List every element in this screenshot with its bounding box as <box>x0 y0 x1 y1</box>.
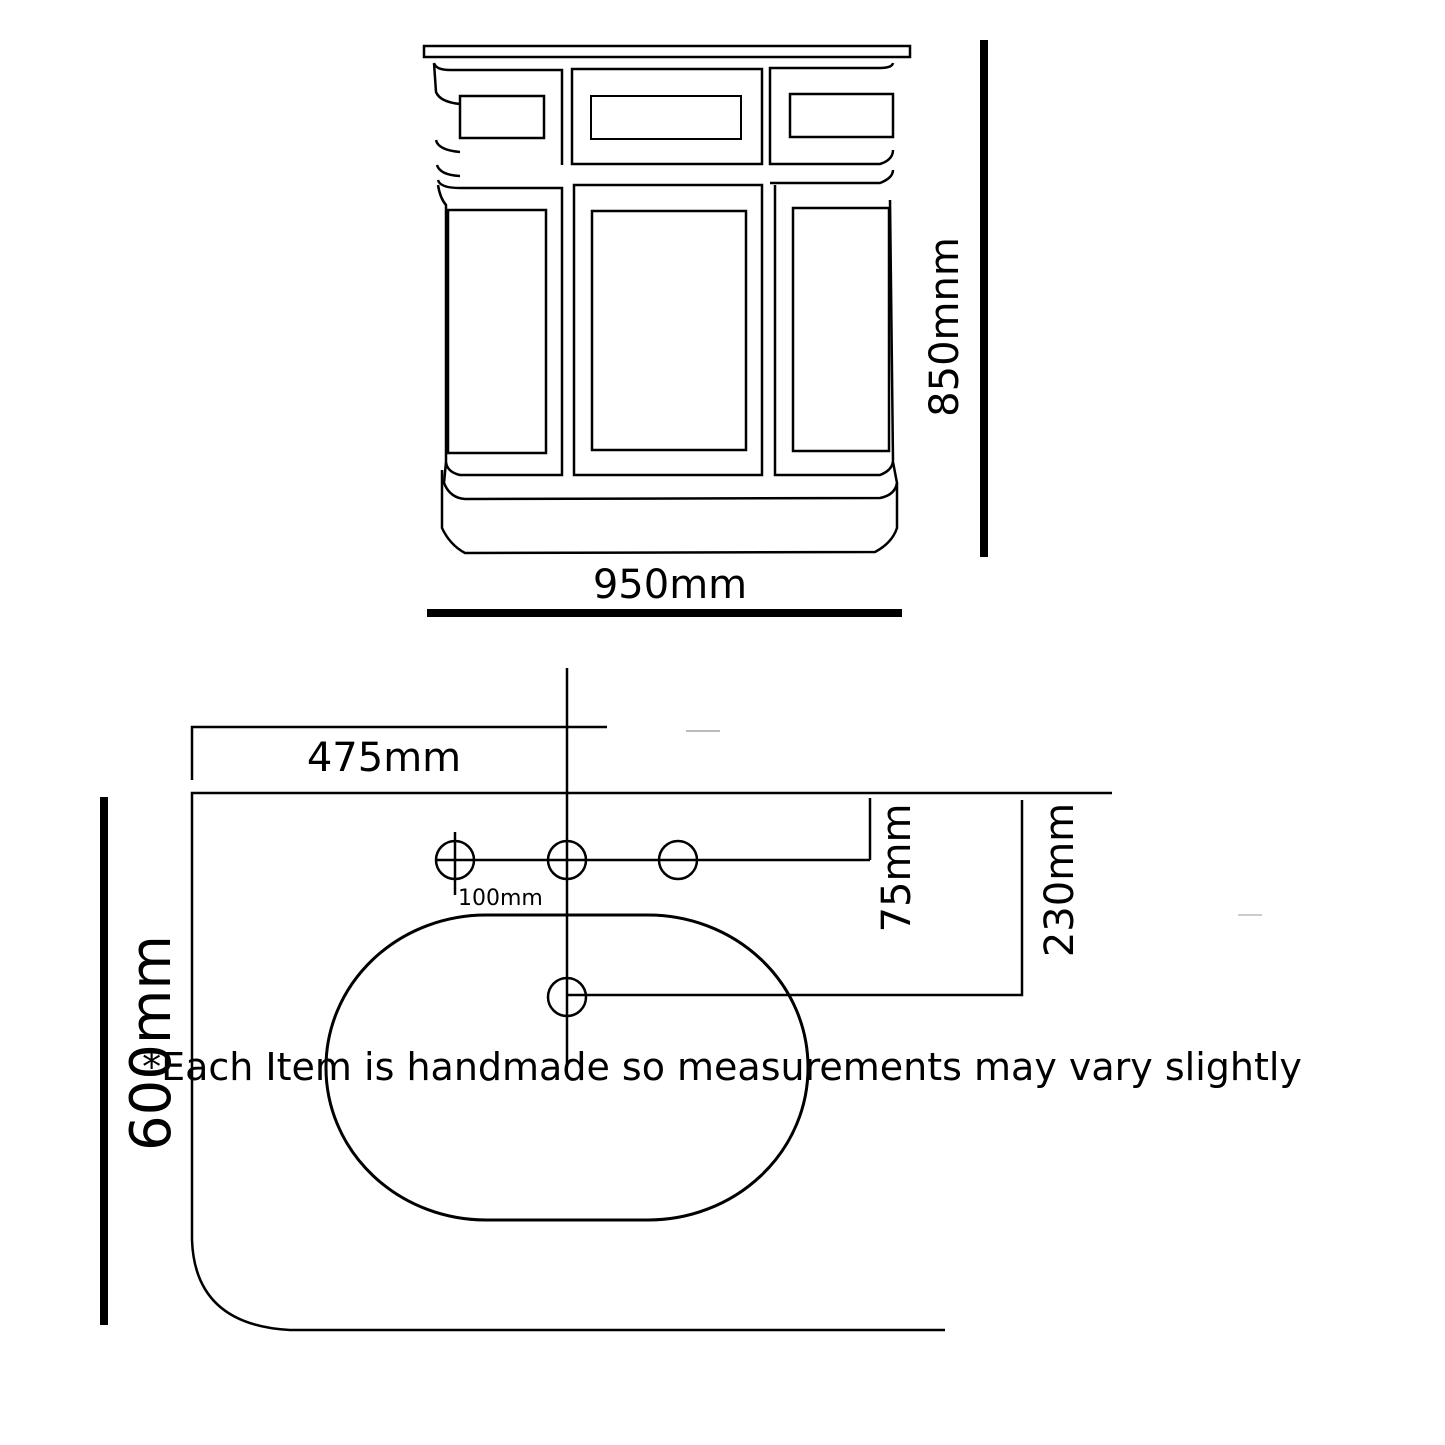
right-drawer-panel <box>788 92 895 139</box>
countertop-slab <box>422 44 912 59</box>
center-door-panel <box>590 209 748 452</box>
waste-depth-dimension-line <box>567 800 1024 997</box>
left-column-outline <box>432 62 564 477</box>
countertop-outline <box>190 791 1112 1332</box>
waste-depth-label: 230mm <box>1037 803 1083 957</box>
plan-view: 475mm 100mm 75mm 230mm <box>190 668 1262 1332</box>
height-label: 850mnm <box>922 237 968 417</box>
center-door <box>572 183 764 477</box>
tap-hole-center <box>546 839 588 881</box>
waste-hole <box>546 976 588 1018</box>
right-door-panel <box>791 206 891 453</box>
center-offset-dimension-line <box>190 725 607 780</box>
depth-label: 600mm <box>119 935 184 1151</box>
base-moulding <box>442 461 899 501</box>
tap-hole-left <box>434 839 476 881</box>
center-drawer-panel <box>590 95 742 140</box>
right-column-outline <box>768 62 895 477</box>
left-drawer-panel <box>458 94 546 140</box>
tap-depth-label: 75mm <box>874 804 920 933</box>
width-label: 950mm <box>593 562 747 608</box>
basin-outline <box>324 913 810 1222</box>
plinth <box>440 470 899 555</box>
tap-spacing-label: 100mm <box>458 886 543 911</box>
left-door-panel <box>446 208 548 455</box>
center-offset-label: 475mm <box>307 735 461 781</box>
footer-note: *Each Item is handmade so measurements m… <box>142 1045 1302 1089</box>
cabinet-front-view <box>422 44 912 555</box>
tap-hole-right <box>657 839 699 881</box>
center-drawer <box>570 67 764 166</box>
